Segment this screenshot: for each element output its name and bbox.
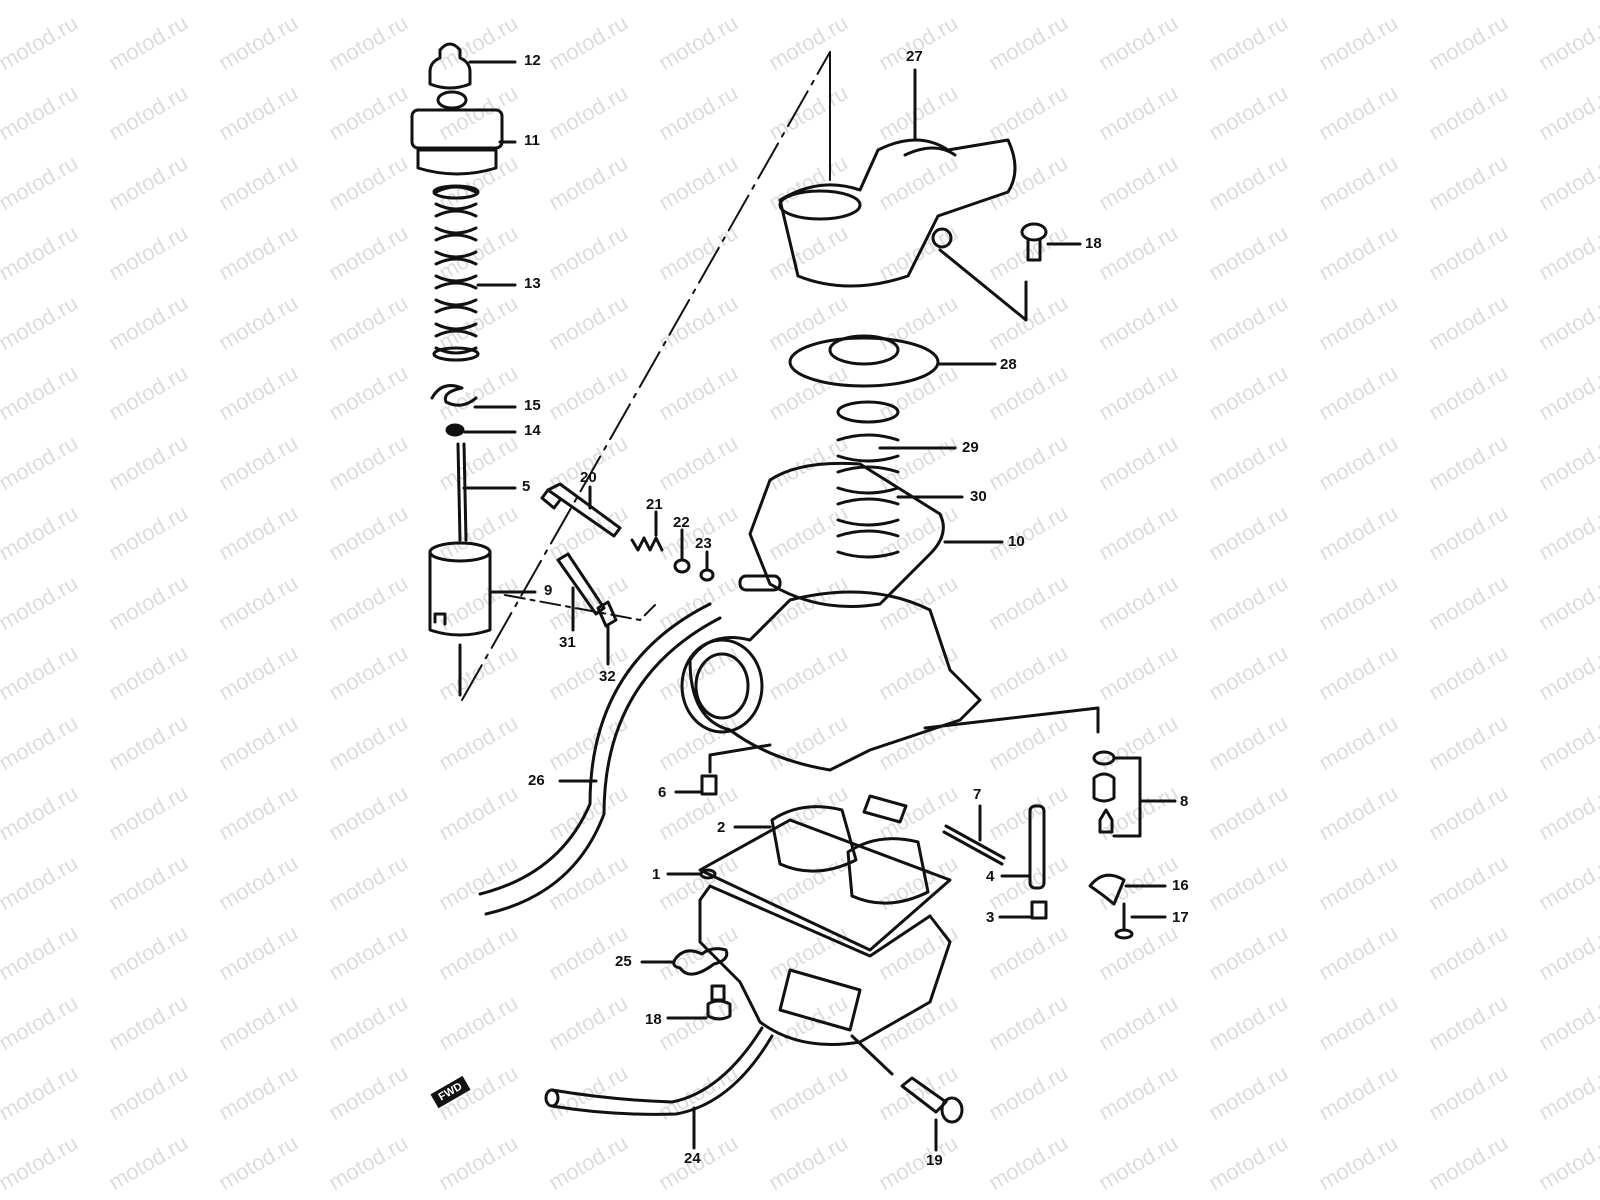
carburetor-body — [680, 574, 1100, 774]
callout-29: 29 — [962, 439, 979, 456]
callout-16: 16 — [1172, 877, 1189, 894]
callout-26: 26 — [528, 772, 545, 789]
part-16-float-arm — [1088, 873, 1167, 906]
callout-21: 21 — [646, 496, 663, 513]
callout-1: 1 — [652, 866, 661, 883]
part-18-drain-screw — [666, 984, 732, 1021]
part-9-throttle-valve — [428, 541, 537, 697]
part-7-float-pin — [942, 804, 1006, 866]
part-4-needle-jet — [1000, 804, 1046, 890]
assembly-centerline — [461, 51, 831, 701]
callout-19: 19 — [926, 1152, 943, 1169]
callout-3: 3 — [986, 909, 995, 926]
callout-25: 25 — [615, 953, 632, 970]
callout-11: 11 — [524, 132, 540, 149]
callout-23: 23 — [695, 535, 712, 552]
callout-22: 22 — [673, 514, 690, 531]
callout-10: 10 — [1008, 533, 1025, 550]
callout-13: 13 — [524, 275, 541, 292]
callout-28: 28 — [1000, 356, 1017, 373]
part-6-pilot-jet — [674, 774, 718, 796]
callout-4: 4 — [986, 868, 995, 885]
part-8-needle-valve-set — [1092, 750, 1177, 838]
part-27-top-cover — [778, 68, 1028, 322]
callout-12: 12 — [524, 52, 541, 69]
callout-5: 5 — [522, 478, 531, 495]
part-10-gasket — [748, 461, 1004, 608]
callout-30: 30 — [970, 488, 987, 505]
callout-6: 6 — [658, 784, 667, 801]
part-21-spring — [630, 510, 664, 552]
part-26-vent-hose — [478, 602, 722, 916]
callout-17: 17 — [1172, 909, 1189, 926]
callout-31: 31 — [559, 634, 576, 651]
callout-2: 2 — [717, 819, 726, 836]
callout-32: 32 — [599, 668, 616, 685]
part-30-main-spring — [836, 433, 964, 559]
part-24-drain-hose — [544, 1026, 774, 1150]
callout-24: 24 — [684, 1150, 701, 1167]
callout-15: 15 — [524, 397, 541, 414]
part-18-screw-top — [1020, 222, 1082, 262]
callout-8: 8 — [1180, 793, 1189, 810]
part-17-screw — [1114, 902, 1167, 940]
part-20-pilot-screw — [540, 482, 622, 538]
part-29-plate — [836, 400, 957, 450]
callout-18-bottom: 18 — [645, 1011, 662, 1028]
callout-27: 27 — [906, 48, 923, 65]
part-22-washer — [673, 528, 691, 574]
part-14-retainer — [445, 423, 517, 437]
part-19-drain-screw — [850, 1034, 964, 1152]
callout-14: 14 — [524, 422, 541, 439]
part-32-spring — [596, 600, 618, 666]
part-11-top-nut — [410, 90, 517, 176]
callout-7: 7 — [973, 786, 982, 803]
part-15-clip — [430, 384, 517, 409]
part-5-jet-needle — [456, 442, 517, 542]
part-2-float — [733, 794, 930, 905]
part-13-spring — [432, 184, 517, 362]
callout-20: 20 — [580, 469, 597, 486]
part-12-cap — [428, 42, 517, 90]
part-28-diaphragm — [788, 334, 997, 388]
part-3-main-jet — [998, 900, 1048, 920]
part-31-throttle-stop-screw — [556, 552, 606, 632]
part-23-o-ring — [699, 550, 715, 582]
float-bowl — [698, 884, 952, 1046]
part-1-float-bowl-gasket — [666, 818, 952, 952]
callout-9: 9 — [544, 582, 553, 599]
part-25-o-ring — [640, 947, 729, 976]
callout-18-top: 18 — [1085, 235, 1102, 252]
